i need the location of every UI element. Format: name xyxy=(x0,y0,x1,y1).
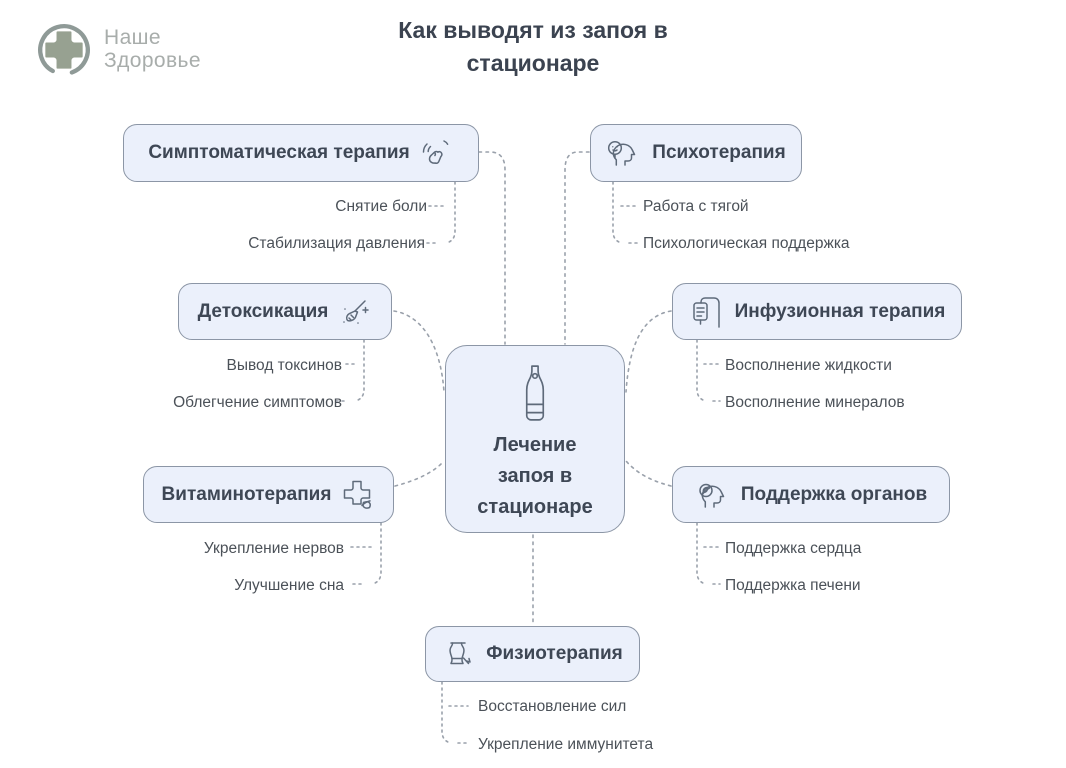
central-label-line1: Лечение xyxy=(493,434,577,456)
sub-item: Психологическая поддержка xyxy=(643,235,850,252)
sub-item: Поддержка печени xyxy=(725,577,861,594)
sub-item: Вывод токсинов xyxy=(226,357,343,374)
sub-item: Облегчение симптомов xyxy=(173,394,342,411)
brand-name-line1: Наше xyxy=(104,26,161,50)
sub-item: Восполнение жидкости xyxy=(725,357,892,374)
sub-item: Поддержка сердца xyxy=(725,540,862,557)
sub-item: Работа с тягой xyxy=(643,198,749,215)
pain-icon xyxy=(420,137,454,169)
broom-icon xyxy=(338,295,372,329)
bottle-icon xyxy=(515,362,555,424)
node-infusion-label: Инфузионная терапия xyxy=(734,300,946,322)
node-vitamin-therapy: Витаминотерапия xyxy=(143,466,394,523)
brand-name: Наше Здоровье xyxy=(104,27,201,72)
vitamin-cross-icon xyxy=(341,478,375,512)
node-organ-support: Поддержка органов xyxy=(672,466,950,523)
node-infusion-therapy: Инфузионная терапия xyxy=(672,283,962,340)
sub-item: Восполнение минералов xyxy=(725,394,905,411)
brand-name-line2: Здоровье xyxy=(104,49,201,72)
node-psychotherapy-label: Психотерапия xyxy=(652,142,786,163)
node-symptomatic-therapy: Симптоматическая терапия xyxy=(123,124,479,182)
central-label-line3: стационаре xyxy=(477,496,593,518)
organ-head-icon xyxy=(695,479,731,511)
page-title-line1: Как выводят из запоя в xyxy=(398,17,668,43)
node-vitamin-label: Витаминотерапия xyxy=(161,483,332,505)
sub-item: Восстановление сил xyxy=(478,698,627,715)
physiotherapy-icon xyxy=(442,638,476,670)
node-symptomatic-label: Симптоматическая терапия xyxy=(148,142,410,163)
node-psychotherapy: Психотерапия xyxy=(590,124,802,182)
psychotherapy-icon xyxy=(606,137,642,169)
page-title: Как выводят из запоя в стационаре xyxy=(0,14,1066,81)
sub-item: Снятие боли xyxy=(335,198,427,215)
sub-item: Укрепление нервов xyxy=(203,540,344,557)
central-label-line2: запоя в xyxy=(497,465,573,487)
node-physiotherapy: Физиотерапия xyxy=(425,626,640,682)
node-physiotherapy-label: Физиотерапия xyxy=(486,643,623,664)
sub-item: Стабилизация давления xyxy=(248,235,425,252)
node-detox: Детоксикация xyxy=(178,283,392,340)
logo-cross-icon xyxy=(36,22,92,78)
central-node-label: Лечение запоя в стационаре xyxy=(477,430,592,523)
brand-logo: Наше Здоровье xyxy=(36,22,201,78)
sub-item: Улучшение сна xyxy=(234,577,344,594)
page-title-line2: стационаре xyxy=(466,50,600,77)
central-node-treatment: Лечение запоя в стационаре xyxy=(445,345,625,533)
node-organ-support-label: Поддержка органов xyxy=(740,483,928,505)
iv-drip-icon xyxy=(689,295,725,329)
sub-item: Укрепление иммунитета xyxy=(478,736,654,753)
node-detox-label: Детоксикация xyxy=(197,300,329,322)
